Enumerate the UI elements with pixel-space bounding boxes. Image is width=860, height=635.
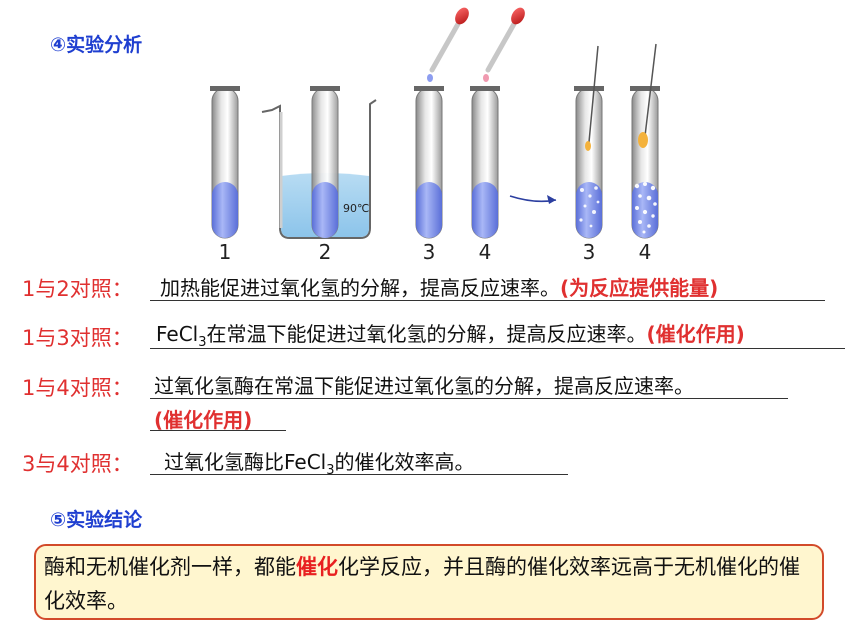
test-tube-3-bubbling	[574, 45, 604, 239]
comparison-1-underline	[150, 300, 825, 301]
comparison-4-text: 过氧化氢酶比FeCl3的催化效率高。	[164, 450, 475, 478]
comparison-2-underline	[150, 348, 845, 349]
tube-label-2: 2	[318, 240, 332, 264]
tube-label-1: 1	[218, 240, 232, 264]
test-tube-1	[210, 86, 240, 239]
comparison-2-label: 1与3对照：	[22, 326, 133, 350]
test-tube-3	[414, 86, 444, 239]
section-4-title: ④实验分析	[50, 34, 143, 56]
comparison-3-note: (催化作用)	[154, 408, 253, 432]
test-tube-2	[310, 86, 340, 239]
tube-label-3: 3	[422, 240, 436, 264]
tube-label-4: 4	[478, 240, 492, 264]
conclusion-text-pre: 酶和无机催化剂一样，都能	[44, 555, 296, 579]
arrow-right-icon	[509, 195, 557, 204]
section-5-title: ⑤实验结论	[50, 509, 143, 531]
test-tube-4	[470, 86, 500, 239]
beaker-temperature-label: 90℃	[343, 202, 369, 215]
experiment-apparatus-illustration: 90℃	[210, 7, 660, 239]
tube-label-4-result: 4	[638, 240, 652, 264]
comparison-1-note: (为反应提供能量)	[560, 276, 719, 300]
comparison-3-note-underline	[150, 430, 286, 431]
test-tube-4-bubbling	[630, 43, 660, 239]
comparison-2-note: (催化作用)	[646, 322, 745, 346]
comparison-4-underline	[150, 474, 568, 475]
tube-label-3-result: 3	[582, 240, 596, 264]
comparison-3-text: 过氧化氢酶在常温下能促进过氧化氢的分解，提高反应速率。	[154, 374, 694, 398]
conclusion-text-post: 化学反应，并且酶的催化效率远高于无机催化的催化效率。	[44, 555, 800, 613]
comparison-3-underline	[150, 398, 788, 399]
dropper-enzyme-icon	[483, 7, 525, 82]
comparison-4-label: 3与4对照：	[22, 452, 133, 476]
dropper-fecl3-icon	[427, 7, 469, 82]
conclusion-highlight: 催化	[296, 555, 338, 579]
comparison-3-label: 1与4对照：	[22, 376, 133, 400]
comparison-1-label: 1与2对照：	[22, 277, 133, 301]
comparison-1-text: 加热能促进过氧化氢的分解，提高反应速率。(为反应提供能量)	[160, 276, 719, 300]
conclusion-box: 酶和无机催化剂一样，都能催化化学反应，并且酶的催化效率远高于无机催化的催化效率。	[34, 544, 824, 620]
comparison-2-text: FeCl3在常温下能促进过氧化氢的分解，提高反应速率。(催化作用)	[156, 322, 745, 350]
